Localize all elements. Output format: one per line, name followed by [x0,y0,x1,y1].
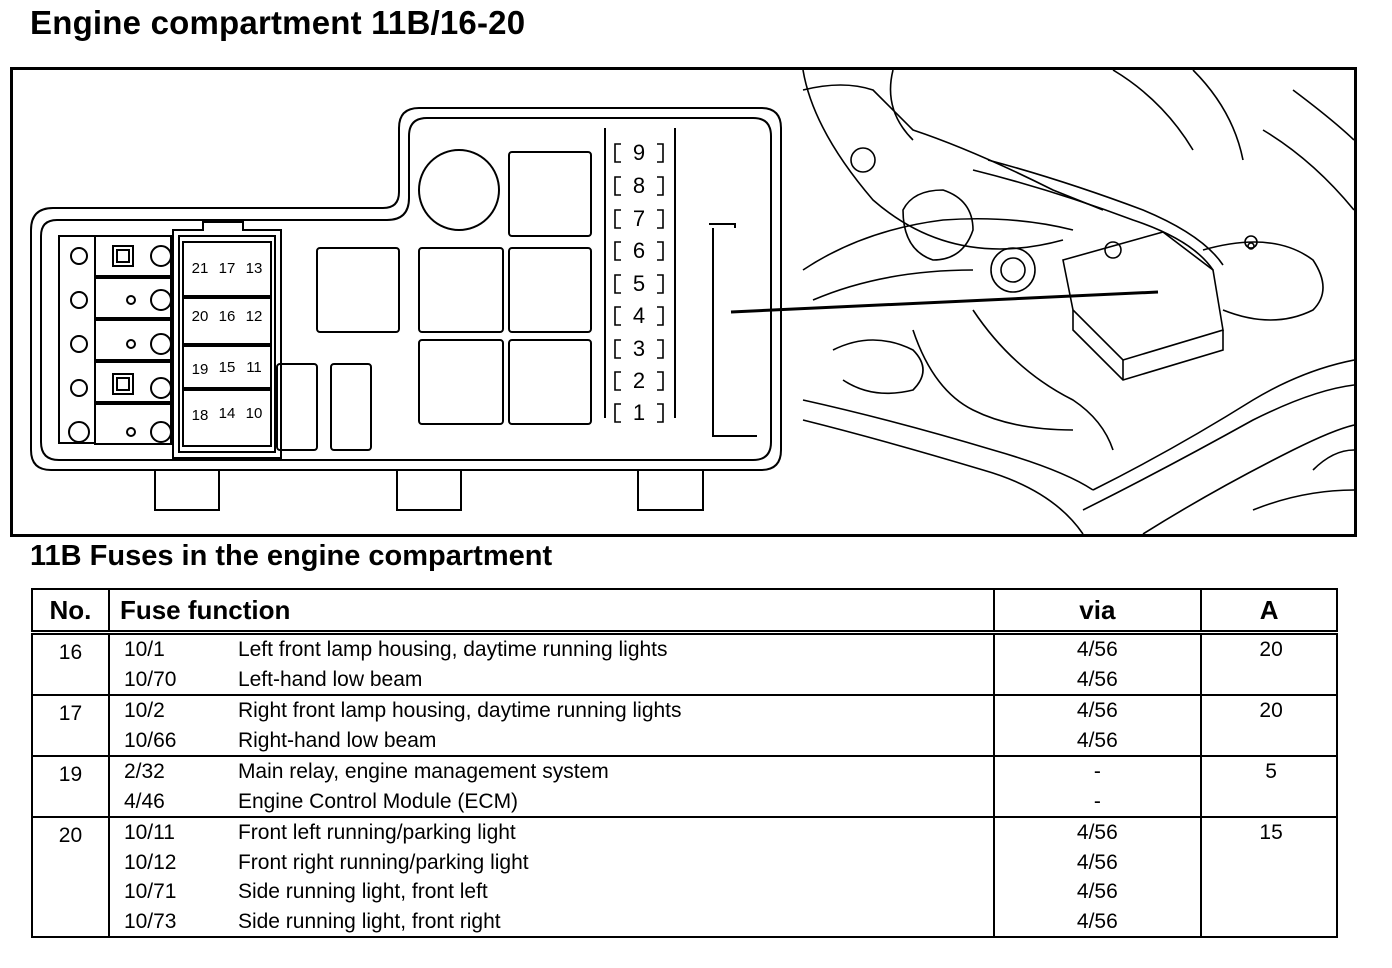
header-no: No. [31,588,110,635]
component-code: 10/73 [123,909,177,933]
table-row: 17 10/2 Right front lamp housing, daytime… [31,695,1338,756]
amp-rating: 20 [1259,638,1283,661]
via-value: 4/56 [1076,850,1118,874]
strip-number-1: 1 [633,400,645,425]
via-value: 4/56 [1076,728,1118,752]
via-value: - [1093,760,1101,783]
strip-number-6: 6 [633,238,645,263]
tab-middle [396,470,462,511]
amp-rating: 5 [1265,760,1277,783]
component-code: 10/12 [123,850,177,874]
strip-number-7: 7 [633,206,645,231]
via-value: - [1093,789,1101,813]
section-title: 11B Fuses in the engine compartment [30,540,553,572]
relay [276,363,318,451]
component-code: 10/11 [123,821,175,844]
header-amp: A [1200,588,1338,635]
fuse-no: 16 [31,632,110,695]
relay [508,247,592,333]
relay [418,339,504,425]
relay [508,151,592,237]
relay [418,247,504,333]
component-code: 10/1 [123,638,165,661]
strip-number-2: 2 [633,368,645,393]
fuse-function: Front left running/parking light [237,821,516,844]
tab-left [154,470,220,511]
fuse-number-14: 14 [219,405,236,422]
page-title: Engine compartment 11B/16-20 [30,4,526,41]
fuse-no: 17 [31,695,110,756]
fuse-box-outline [30,107,782,471]
strip-number-4: 4 [633,303,645,328]
relay [330,363,372,451]
fuse-function: Left front lamp housing, daytime running… [237,638,668,661]
component-code: 10/66 [123,728,177,752]
diagram-panel: 21 17 13 20 16 12 19 15 11 18 14 10 9 8 … [10,67,1357,537]
fuse-function: Main relay, engine management system [237,760,609,783]
fuse-number-10: 10 [246,405,263,422]
fuse-function: Side running light, front right [237,909,501,933]
fuse-number-11: 11 [246,359,262,376]
table-row: 16 10/1 Left front lamp housing, daytime … [31,632,1338,695]
fuse-number-20: 20 [192,308,209,325]
table-header-row: No. Fuse function via A [31,588,1338,635]
component-code: 10/71 [123,880,177,903]
via-value: 4/56 [1076,880,1118,903]
via-value: 4/56 [1076,699,1118,722]
tab-right [637,470,704,511]
component-code: 2/32 [123,760,165,783]
amp-rating: 20 [1259,699,1283,722]
relay [508,339,592,425]
engine-bay-sketch [802,70,1354,534]
component-code: 10/70 [123,667,177,691]
fuse-number-12: 12 [246,308,263,325]
fuse-number-21: 21 [192,260,209,277]
fuse-holder [172,221,282,459]
fuse-table: No. Fuse function via A 16 10/1 Left fron… [31,588,1338,938]
fuse-function: Left-hand low beam [237,667,423,691]
round-relay [418,149,500,231]
table-row: 19 2/32 Main relay, engine management sys… [31,756,1338,817]
fuse-function: Side running light, front left [237,880,488,903]
via-value: 4/56 [1076,821,1118,844]
amp-rating: 15 [1259,821,1283,844]
fuse-number-16: 16 [219,308,236,325]
fuse-box-diagram: 21 17 13 20 16 12 19 15 11 18 14 10 9 8 … [30,70,1354,534]
component-code: 10/2 [123,699,165,722]
fuse-number-13: 13 [246,260,263,277]
fuse-no: 20 [31,817,110,937]
component-code: 4/46 [123,789,165,813]
fuse-function: Right front lamp housing, daytime runnin… [237,699,682,722]
fuse-function: Engine Control Module (ECM) [237,789,519,813]
strip-number-9: 9 [633,140,645,165]
strip-number-8: 8 [633,173,645,198]
fuse-function: Right-hand low beam [237,728,437,752]
header-via: via [992,588,1203,635]
fuse-no: 19 [31,756,110,817]
table-row: 20 10/11 Front left running/parking light… [31,817,1338,937]
fuse-function: Front right running/parking light [237,850,529,874]
strip-number-5: 5 [633,271,645,296]
fuse-number-17: 17 [219,260,236,277]
terminal-block [58,235,172,445]
via-value: 4/56 [1076,909,1118,933]
via-value: 4/56 [1076,667,1118,691]
fuse-number-15: 15 [219,359,236,376]
relay [316,247,400,333]
fuse-number-19: 19 [192,361,209,378]
strip-number-3: 3 [633,336,645,361]
via-value: 4/56 [1076,638,1118,661]
fuse-number-18: 18 [192,407,209,424]
header-function: Fuse function [107,588,995,635]
